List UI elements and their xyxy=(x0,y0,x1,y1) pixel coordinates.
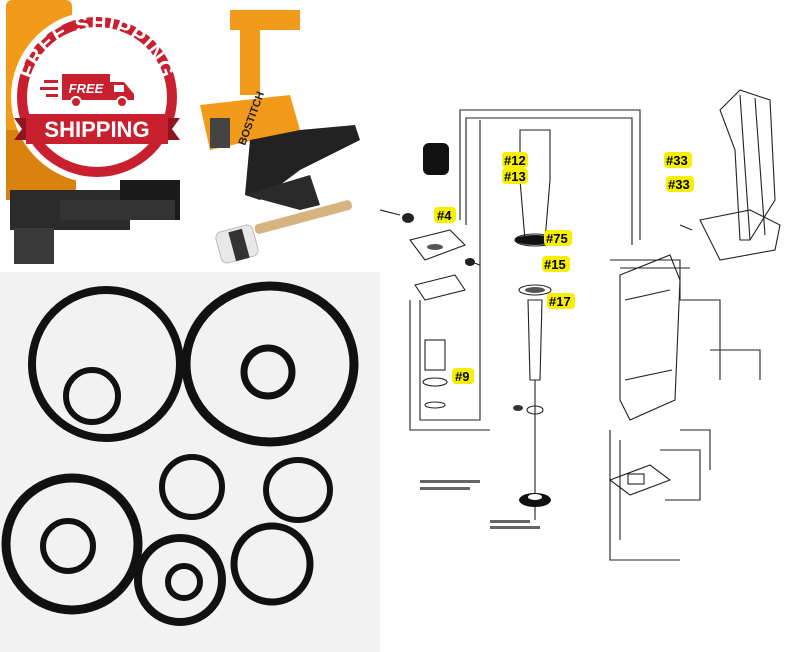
o-rings-photo xyxy=(1,281,359,626)
svg-text:#33: #33 xyxy=(666,153,688,168)
truck-label: FREE xyxy=(69,81,104,96)
diagram-part-numbers xyxy=(420,480,540,529)
callout-12: #12 xyxy=(502,152,528,168)
svg-text:#12: #12 xyxy=(504,153,526,168)
svg-text:#17: #17 xyxy=(549,294,571,309)
free-shipping-badge: FREE SHIPPING FREE SHIPPING xyxy=(11,11,183,183)
parts-diagram-panel: #12 #13 #4 #75 #15 #17 xyxy=(380,0,800,652)
product-photo-panel: BOSTITCH FREE SHIPPING xyxy=(0,0,380,272)
o-rings-photo-panel xyxy=(0,272,380,652)
callouts: #12 #13 #4 #75 #15 #17 xyxy=(434,152,694,384)
badge-banner-text: SHIPPING xyxy=(44,117,149,142)
product-photo: BOSTITCH FREE SHIPPING xyxy=(6,0,360,264)
diagram-parts xyxy=(402,143,555,507)
callout-4: #4 xyxy=(434,207,456,223)
exploded-parts-diagram: #12 #13 #4 #75 #15 #17 xyxy=(380,89,781,561)
o-ring-set xyxy=(1,281,359,626)
svg-text:#33: #33 xyxy=(668,177,690,192)
callout-75: #75 xyxy=(544,230,572,246)
svg-text:#4: #4 xyxy=(437,208,452,223)
callout-13: #13 xyxy=(502,168,528,184)
svg-text:#13: #13 xyxy=(504,169,526,184)
svg-text:#9: #9 xyxy=(455,369,469,384)
truck-icon: FREE xyxy=(40,74,134,108)
callout-15: #15 xyxy=(542,256,570,272)
diagram-lines xyxy=(380,89,781,561)
svg-text:#75: #75 xyxy=(546,231,568,246)
callout-33-bottom: #33 xyxy=(666,176,694,192)
mallet xyxy=(215,200,352,264)
callout-17: #17 xyxy=(547,293,575,309)
callout-33-top: #33 xyxy=(664,152,692,168)
callout-9: #9 xyxy=(452,368,474,384)
flooring-nailer-tool: BOSTITCH xyxy=(200,10,360,210)
svg-text:#15: #15 xyxy=(544,257,566,272)
